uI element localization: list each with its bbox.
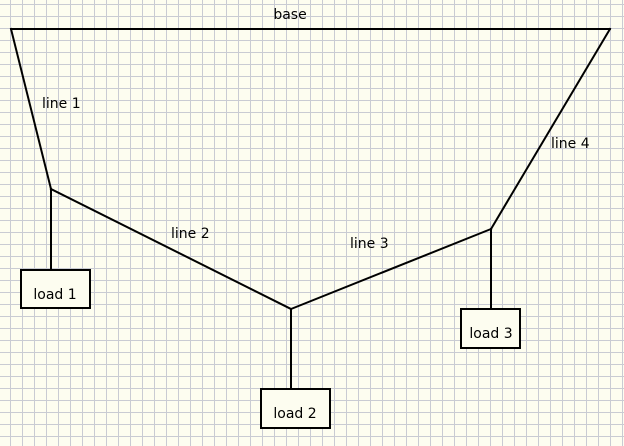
line-3 (289, 227, 493, 311)
line-2 (49, 187, 293, 311)
line-4-label: line 4 (551, 136, 590, 152)
load-1-label: load 1 (33, 287, 76, 303)
line-2-label: line 2 (171, 226, 210, 242)
line-3-label: line 3 (350, 236, 389, 252)
load-2-label: load 2 (273, 406, 316, 422)
line-4 (489, 27, 612, 231)
load-3-box (460, 308, 521, 349)
line-1 (9, 27, 53, 191)
line-1-label: line 1 (42, 96, 81, 112)
load-1-box (20, 269, 91, 309)
load-3-label: load 3 (469, 326, 512, 342)
base-label: base (273, 7, 306, 23)
load-2-box (260, 388, 331, 429)
